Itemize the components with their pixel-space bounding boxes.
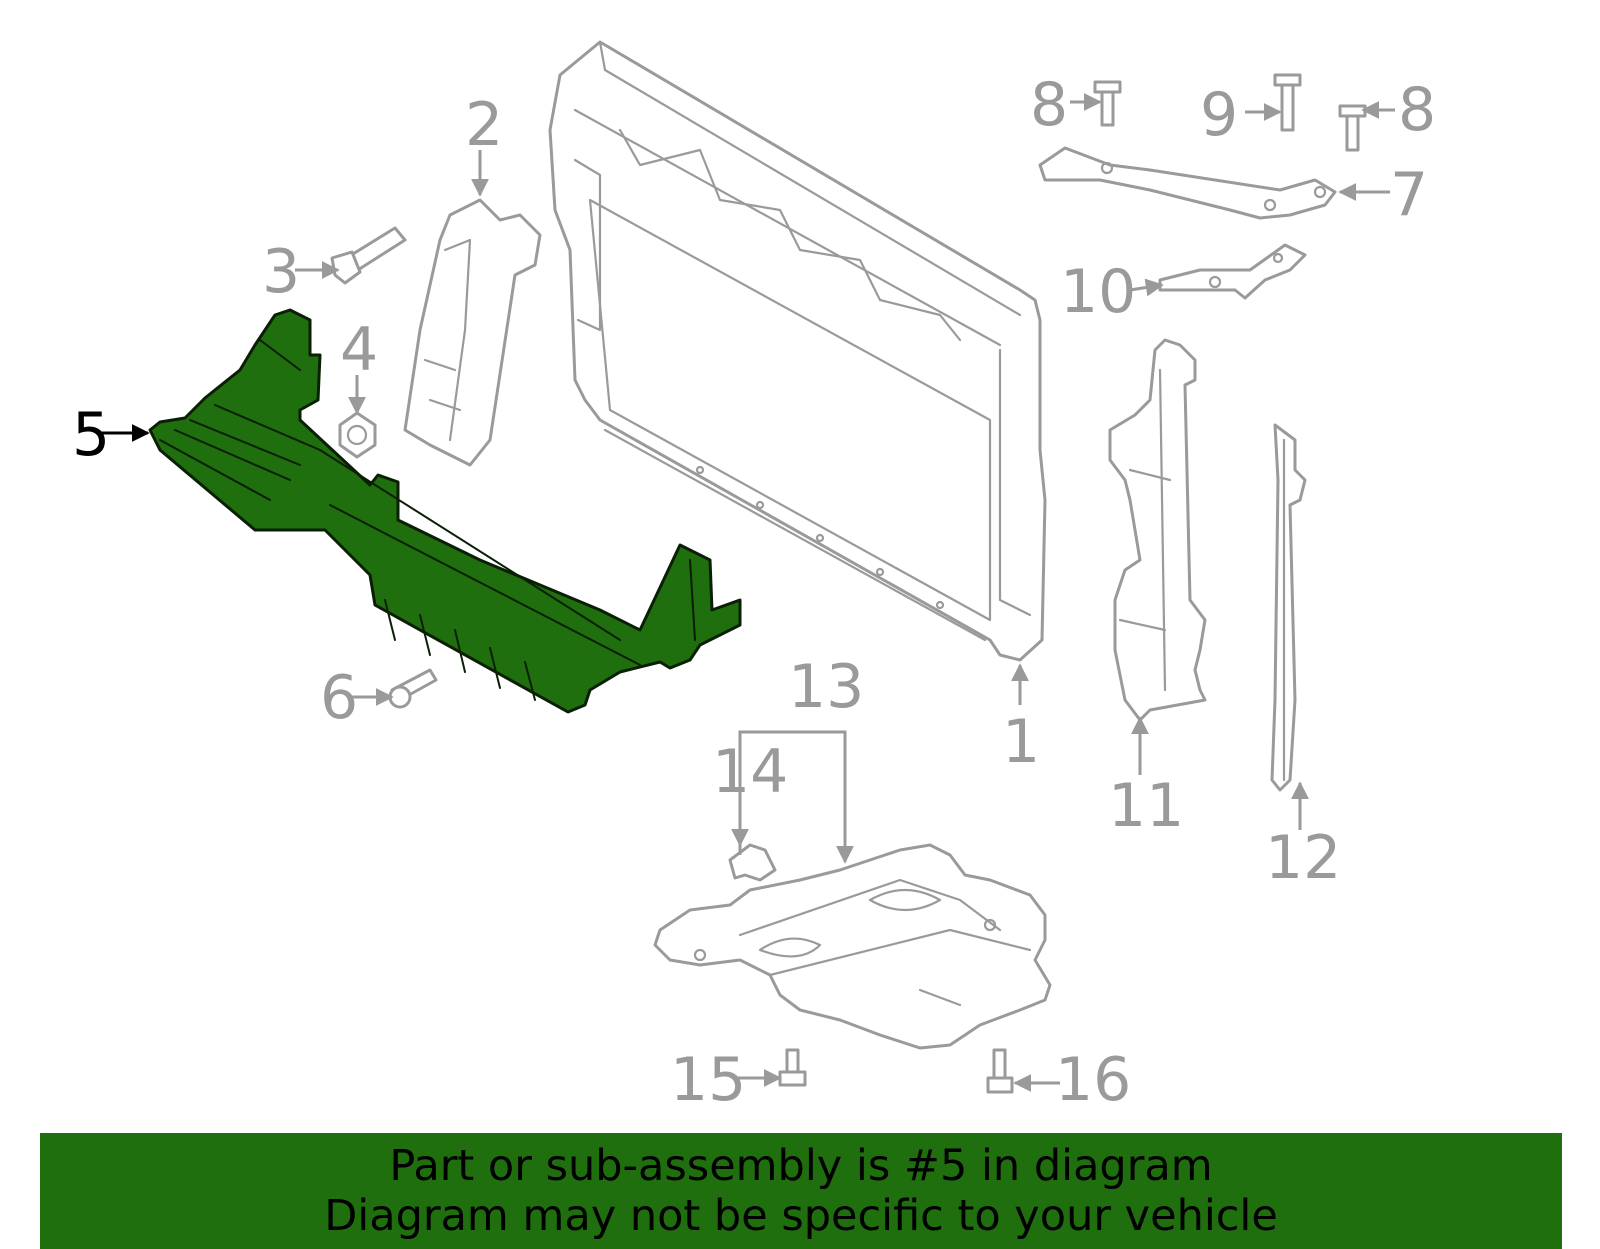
part-14-clip — [728, 843, 777, 882]
callout-4: 4 — [340, 315, 378, 385]
part-6-screw — [388, 668, 438, 709]
callout-7: 7 — [1390, 160, 1428, 230]
callout-16: 16 — [1055, 1045, 1131, 1115]
callout-14: 14 — [712, 737, 788, 807]
part-10-bracket — [1158, 243, 1307, 300]
callout-12: 12 — [1265, 823, 1341, 893]
part-13-skid-plate — [653, 843, 1052, 1050]
part-8-bolt-left — [1093, 80, 1122, 127]
callout-15: 15 — [670, 1045, 746, 1115]
leader-lines — [100, 93, 1395, 1092]
part-16-bolt — [986, 1048, 1014, 1094]
callout-11: 11 — [1108, 771, 1184, 841]
parts-diagram: 1 2 3 4 5 6 7 8 8 9 10 11 12 13 14 15 16 — [72, 40, 1436, 1115]
banner-line-2: Diagram may not be specific to your vehi… — [324, 1191, 1278, 1241]
part-3-bolt — [330, 226, 407, 285]
part-8-bolt-right — [1338, 104, 1367, 152]
callout-13: 13 — [788, 652, 864, 722]
callout-2: 2 — [465, 90, 503, 160]
part-11-air-guide — [1108, 338, 1207, 722]
part-9-bolt — [1273, 73, 1302, 132]
callout-8-left: 8 — [1030, 70, 1068, 140]
callout-1: 1 — [1002, 707, 1040, 777]
callout-10: 10 — [1060, 257, 1136, 327]
part-15-bolt — [778, 1048, 807, 1087]
part-1-radiator-support — [548, 40, 1047, 662]
callout-3: 3 — [262, 237, 300, 307]
callout-labels: 1 2 3 4 5 6 7 8 8 9 10 11 12 13 14 15 16 — [72, 70, 1436, 1115]
part-4-nut — [338, 411, 377, 459]
callout-5: 5 — [72, 400, 110, 470]
callout-8-right: 8 — [1398, 75, 1436, 145]
callout-9: 9 — [1200, 80, 1238, 150]
callout-6: 6 — [320, 663, 358, 733]
info-banner: Part or sub-assembly is #5 in diagram Di… — [40, 1133, 1562, 1249]
part-12-seal-strip — [1270, 423, 1307, 792]
banner-line-1: Part or sub-assembly is #5 in diagram — [389, 1141, 1213, 1191]
part-7-upper-bracket — [1038, 146, 1337, 220]
part-2-side-bracket — [403, 198, 542, 467]
part-5-lower-tie-bar — [148, 308, 742, 714]
